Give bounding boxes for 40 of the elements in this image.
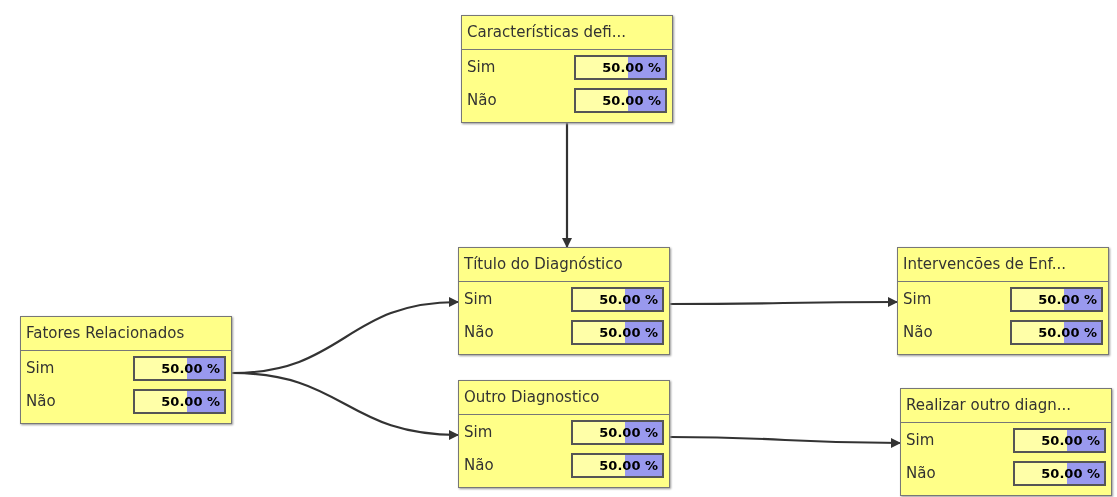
state-label: Sim <box>26 358 55 380</box>
state-label: Sim <box>467 57 496 79</box>
node-title: Título do Diagnóstico <box>464 254 623 276</box>
state-label: Não <box>26 391 56 413</box>
arrow <box>562 123 572 248</box>
probability-value: 50.00 % <box>161 359 220 378</box>
node-title: Outro Diagnostico <box>464 387 600 409</box>
state-label: Sim <box>464 289 493 311</box>
state-label: Não <box>467 90 497 112</box>
arrow <box>670 297 898 307</box>
state-label: Sim <box>906 430 935 452</box>
probability-value: 50.00 % <box>599 323 658 342</box>
node-title: Intervencões de Enf... <box>903 254 1067 276</box>
probability-value: 50.00 % <box>602 58 661 77</box>
probability-value: 50.00 % <box>1041 464 1100 483</box>
node-card <box>900 388 1112 496</box>
node-card <box>897 247 1109 355</box>
state-label: Sim <box>903 289 932 311</box>
node-title: Fatores Relacionados <box>26 323 185 345</box>
state-label: Não <box>906 463 936 485</box>
node-card <box>458 380 670 488</box>
node-title: Características defi... <box>467 22 627 44</box>
state-label: Não <box>464 322 494 344</box>
state-label: Não <box>464 455 494 477</box>
probability-value: 50.00 % <box>599 290 658 309</box>
probability-value: 50.00 % <box>599 456 658 475</box>
node-card <box>458 247 670 355</box>
arrow <box>231 371 459 440</box>
probability-value: 50.00 % <box>1038 290 1097 309</box>
state-label: Sim <box>464 422 493 444</box>
arrow <box>670 435 901 448</box>
probability-value: 50.00 % <box>1041 431 1100 450</box>
node-card <box>461 15 673 123</box>
state-label: Não <box>903 322 933 344</box>
probability-value: 50.00 % <box>161 392 220 411</box>
node-card <box>20 316 232 424</box>
probability-value: 50.00 % <box>599 423 658 442</box>
node-title: Realizar outro diagn... <box>906 395 1072 417</box>
probability-value: 50.00 % <box>602 91 661 110</box>
probability-value: 50.00 % <box>1038 323 1097 342</box>
